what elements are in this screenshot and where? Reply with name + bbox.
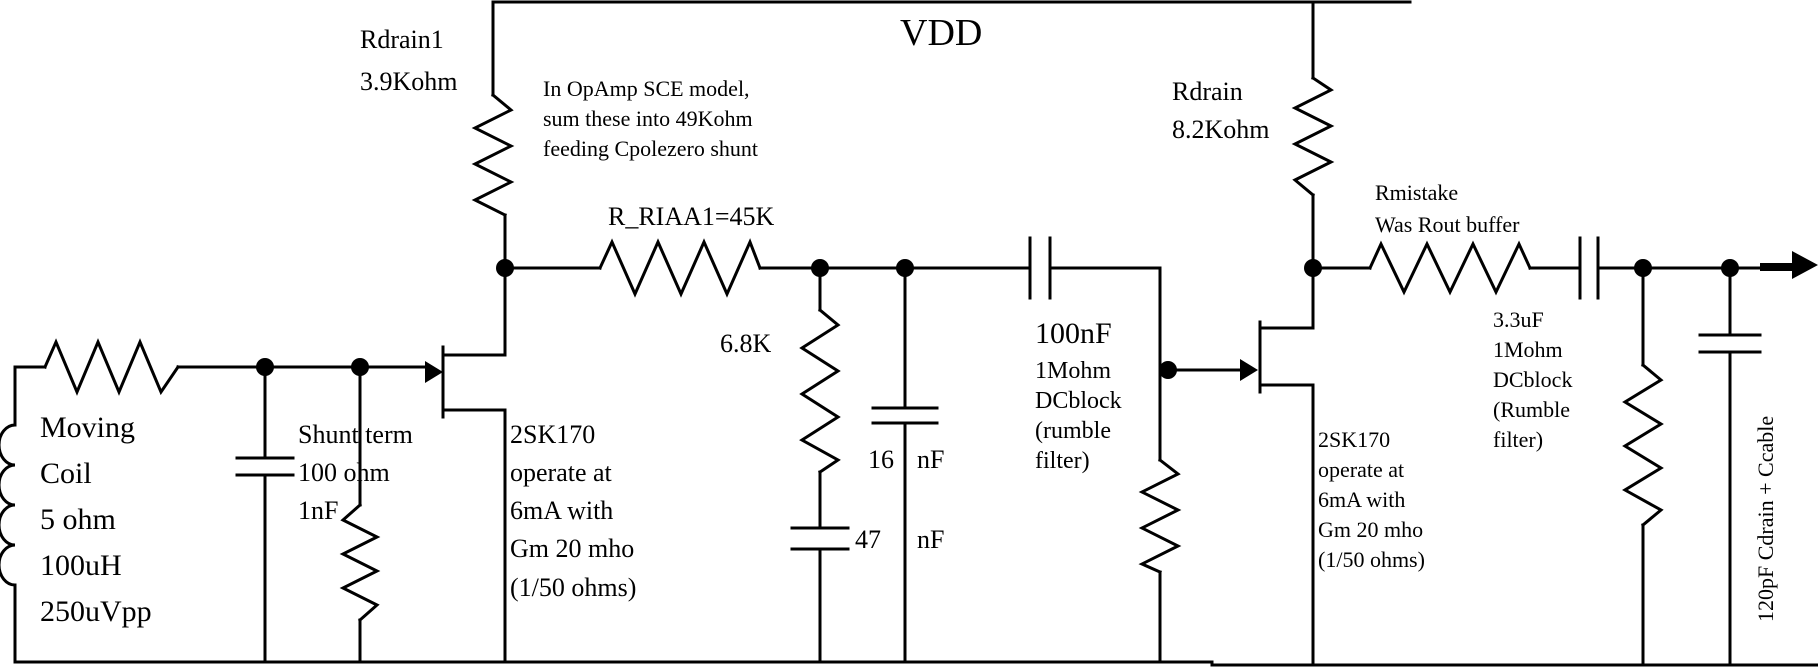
jfet2-gate-arrow bbox=[1240, 359, 1258, 381]
junction-dot bbox=[896, 259, 914, 277]
jfet1-source bbox=[441, 408, 507, 664]
c16-unit: nF bbox=[917, 445, 944, 474]
rmistake-line2: Was Rout buffer bbox=[1375, 212, 1520, 237]
arrows bbox=[425, 251, 1818, 383]
c47-capacitor bbox=[790, 526, 850, 551]
coupling-capacitor-2 bbox=[1578, 236, 1600, 300]
wires bbox=[13, 0, 1818, 667]
coupling1-line2: 1Mohm bbox=[1035, 358, 1111, 384]
c47-unit: nF bbox=[917, 525, 944, 554]
vdd-rail bbox=[491, 0, 1412, 80]
r-6k8-label: 6.8K bbox=[720, 329, 772, 358]
coupling2-line5: filter) bbox=[1493, 427, 1543, 452]
resistors bbox=[43, 75, 1664, 623]
shunt-term-line1: Shunt term bbox=[298, 420, 413, 449]
output-arrow bbox=[1792, 251, 1818, 279]
vdd-label: VDD bbox=[900, 12, 982, 54]
coupling1-line3: DCblock bbox=[1035, 388, 1122, 414]
c16-value: 16 bbox=[868, 445, 894, 474]
shunt-term-line2: 100 ohm bbox=[298, 458, 390, 487]
jfet2-note-line4: Gm 20 mho bbox=[1318, 517, 1423, 542]
rmistake-line1: Rmistake bbox=[1375, 180, 1458, 205]
jfet1-note-line1: 2SK170 bbox=[510, 420, 595, 449]
junction-dot bbox=[1634, 259, 1652, 277]
output-terminal bbox=[1760, 263, 1794, 271]
jfet2-note-line1: 2SK170 bbox=[1318, 427, 1390, 452]
c47-value: 47 bbox=[855, 525, 881, 554]
coupling2-line1: 3.3uF bbox=[1493, 307, 1544, 332]
jfet1-note-line3: 6mA with bbox=[510, 496, 613, 525]
jfet2-note-line3: 6mA with bbox=[1318, 487, 1405, 512]
moving-coil-line3: 5 ohm bbox=[40, 503, 116, 536]
junction-dot bbox=[1721, 259, 1739, 277]
rdrain-resistor bbox=[1291, 75, 1335, 198]
junctions bbox=[256, 259, 1739, 379]
junction-dot bbox=[256, 358, 274, 376]
jfet1-note-line2: operate at bbox=[510, 458, 613, 487]
shunt-term-line3: 1nF bbox=[298, 496, 338, 525]
rdrain-value: 8.2Kohm bbox=[1172, 115, 1270, 144]
rmistake-resistor bbox=[1368, 240, 1532, 296]
input-left-wire bbox=[13, 365, 47, 664]
r-riaa1-label: R_RIAA1=45K bbox=[608, 202, 775, 231]
moving-coil-line2: Coil bbox=[40, 457, 92, 490]
coupling2-line3: DCblock bbox=[1493, 367, 1572, 392]
jfet2-source bbox=[1258, 383, 1315, 667]
junction-dot bbox=[811, 259, 829, 277]
r-riaa1-resistor bbox=[598, 238, 762, 298]
cload-capacitor bbox=[1698, 333, 1762, 354]
coupling1-line5: filter) bbox=[1035, 448, 1090, 474]
opamp-note-line3: feeding Cpolezero shunt bbox=[543, 136, 758, 161]
coupling2-line2: 1Mohm bbox=[1493, 337, 1563, 362]
moving-coil-line1: Moving bbox=[40, 411, 135, 444]
moving-coil-resistor bbox=[43, 338, 181, 396]
opamp-note-line2: sum these into 49Kohm bbox=[543, 106, 753, 131]
shunt-resistor bbox=[339, 502, 381, 623]
coupling-capacitor-1 bbox=[1028, 236, 1052, 300]
junction-dot bbox=[1159, 361, 1177, 379]
rdrain1-value: 3.9Kohm bbox=[360, 67, 458, 96]
coupling1-line1: 100nF bbox=[1035, 317, 1112, 350]
junction-dot bbox=[351, 358, 369, 376]
bias-resistor-2 bbox=[1622, 362, 1664, 528]
opamp-note-line1: In OpAmp SCE model, bbox=[543, 76, 750, 101]
moving-coil-line5: 250uVpp bbox=[40, 595, 152, 628]
bias-resistor-1 bbox=[1138, 457, 1182, 574]
moving-coil-line4: 100uH bbox=[40, 549, 122, 582]
jfet1-note-line5: (1/50 ohms) bbox=[510, 573, 636, 602]
jfet2-drain bbox=[1258, 266, 1315, 330]
jfet2-note-line5: (1/50 ohms) bbox=[1318, 547, 1425, 572]
moving-coil-inductor bbox=[0, 423, 17, 587]
jfet2-note-line2: operate at bbox=[1318, 457, 1404, 482]
coupling1-wire bbox=[1048, 266, 1162, 664]
rdrain-name: Rdrain bbox=[1172, 77, 1243, 106]
coupling2-line4: (Rumble bbox=[1493, 397, 1570, 422]
r-6k8-resistor bbox=[799, 307, 841, 475]
jfet1-note-line4: Gm 20 mho bbox=[510, 534, 634, 563]
rdrain1-resistor bbox=[471, 92, 515, 218]
shunt-capacitor bbox=[235, 456, 295, 477]
rdrain1-name: Rdrain1 bbox=[360, 25, 444, 54]
ground-rail bbox=[13, 660, 1818, 667]
capacitors bbox=[235, 236, 1762, 551]
junction-dot bbox=[1304, 259, 1322, 277]
junction-dot bbox=[496, 259, 514, 277]
c16-capacitor bbox=[871, 406, 939, 425]
jfet1-gate-arrow bbox=[425, 361, 443, 383]
jfet1-drain bbox=[441, 266, 507, 357]
coupling1-line4: (rumble bbox=[1035, 418, 1111, 444]
cload-label: 120pF Cdrain + Ccable bbox=[1753, 416, 1778, 622]
